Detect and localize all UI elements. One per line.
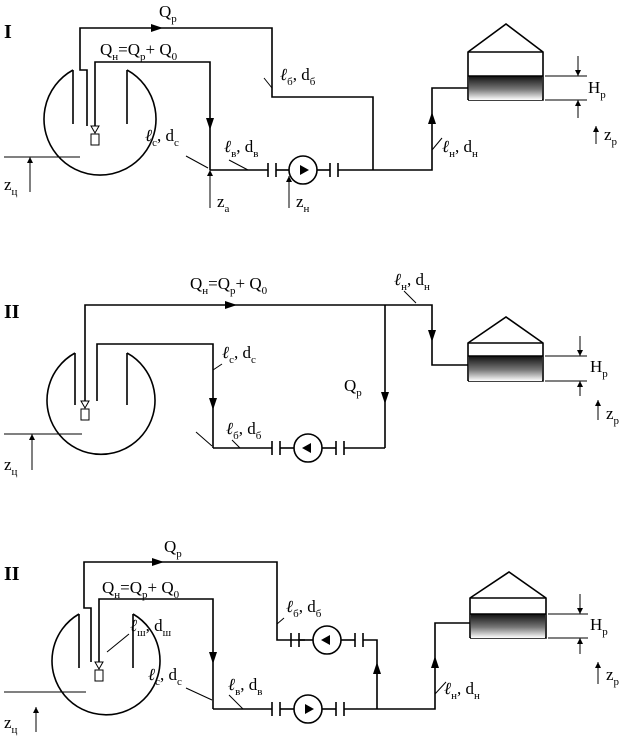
scheme-1-label: I xyxy=(4,21,12,43)
hp-2-arrow-bottom-icon xyxy=(577,381,583,387)
scheme-3: II xyxy=(4,537,620,736)
label-2-qp: Qр xyxy=(344,376,362,399)
pipe-2-main xyxy=(85,305,468,401)
pipe-3-return xyxy=(84,562,305,662)
arrow-3-qp xyxy=(152,558,164,566)
scheme-2-label: II xyxy=(4,301,20,323)
label-3-zts: zц xyxy=(4,713,18,736)
label-3-ln-dn: ℓн, dн xyxy=(444,679,480,702)
arrow-2-inner-down xyxy=(209,398,217,410)
pipe-3-riser xyxy=(363,640,377,709)
label-3-lv-dv: ℓв, dв xyxy=(228,675,263,698)
label-1-za: zа xyxy=(217,192,230,215)
hp-3-arrow-bottom-icon xyxy=(577,638,583,644)
scheme-2: II xyxy=(4,270,620,478)
well-2-pump-icon xyxy=(81,401,89,408)
leader-3-lb xyxy=(277,618,284,624)
pump-3-upper-arrow-icon xyxy=(321,635,330,645)
label-1-qn: Qн=Qр+ Q0 xyxy=(100,40,178,63)
zr-1-arrow-icon xyxy=(593,126,599,132)
arrow-2-qp xyxy=(381,392,389,404)
leader-1-lv xyxy=(229,160,248,170)
label-1-lb-db: ℓб, dб xyxy=(280,65,316,88)
arrow-1-up xyxy=(428,112,436,124)
label-2-hp: Hр xyxy=(590,357,608,380)
arrow-2-down xyxy=(428,330,436,342)
zts-3-arrow-icon xyxy=(33,707,39,713)
label-3-hp: Hр xyxy=(590,615,608,638)
label-1-zn: zн xyxy=(296,192,310,215)
zr-3-arrow-icon xyxy=(595,662,601,668)
reservoir-2-water xyxy=(469,356,542,381)
hp-1-arrow-top-icon xyxy=(575,70,581,76)
pipe-1-production xyxy=(95,62,210,170)
arrow-1-qp xyxy=(151,24,163,32)
leader-1-lc xyxy=(186,156,208,168)
pump-1-arrow-icon xyxy=(300,165,309,175)
scheme-1: I xyxy=(4,2,618,215)
label-2-zr: zр xyxy=(606,404,620,427)
label-2-zts: zц xyxy=(4,455,18,478)
arrow-3-riser-up xyxy=(373,662,381,674)
zr-2-arrow-icon xyxy=(595,400,601,406)
label-1-zr: zр xyxy=(604,125,618,148)
label-3-lc-dc: ℓс, dс xyxy=(148,665,182,688)
leader-2-lc xyxy=(213,364,222,370)
pump-3-lower-arrow-icon xyxy=(305,704,314,714)
zts-2-arrow-icon xyxy=(29,434,35,440)
label-1-ln-dn: ℓн, dн xyxy=(442,137,478,160)
reservoir-3-water xyxy=(471,614,545,638)
label-1-lv-dv: ℓв, dв xyxy=(224,137,259,160)
za-1-arrow-icon xyxy=(207,170,213,176)
label-3-qp: Qр xyxy=(164,537,182,560)
leader-2-lb xyxy=(196,432,212,446)
leader-3-lc xyxy=(186,688,212,700)
leader-3-lsh xyxy=(107,634,129,652)
leader-1-ln xyxy=(432,138,442,150)
arrow-2-right xyxy=(225,301,237,309)
leader-1-lb xyxy=(264,78,272,88)
well-1-pump-icon xyxy=(91,126,99,133)
label-1-qp: Qр xyxy=(159,2,177,25)
hp-3-arrow-top-icon xyxy=(577,608,583,614)
label-3-zr: zр xyxy=(606,665,620,688)
label-3-qn: Qн=Qр+ Q0 xyxy=(102,578,180,601)
zts-1-arrow-icon xyxy=(27,157,33,163)
label-2-lb-db: ℓб, dб xyxy=(226,419,262,442)
well-2-pump-body xyxy=(81,409,89,420)
well-2-casing xyxy=(47,353,155,454)
scheme-3-label: II xyxy=(4,563,20,585)
well-1-casing xyxy=(44,70,156,175)
label-3-lb-db: ℓб, dб xyxy=(286,597,322,620)
arrow-3-down xyxy=(209,652,217,664)
pump-2-arrow-icon xyxy=(302,443,311,453)
arrow-1-down xyxy=(206,118,214,130)
label-3-lsh-dsh: ℓш, dш xyxy=(130,616,172,639)
label-1-zts: zц xyxy=(4,175,18,198)
well-3-pump-body xyxy=(95,670,103,681)
label-2-ln-dn: ℓн, dн xyxy=(394,270,430,293)
hp-2-arrow-top-icon xyxy=(577,350,583,356)
reservoir-1-water xyxy=(469,76,542,100)
well-3-pump-icon xyxy=(95,662,103,669)
label-2-qn: Qн=Qр+ Q0 xyxy=(190,274,268,297)
arrow-3-up xyxy=(431,656,439,668)
hp-1-arrow-bottom-icon xyxy=(575,100,581,106)
label-2-lc-dc: ℓс, dс xyxy=(222,343,256,366)
well-1-pump-body xyxy=(91,134,99,145)
label-1-hp: Hр xyxy=(588,78,606,101)
